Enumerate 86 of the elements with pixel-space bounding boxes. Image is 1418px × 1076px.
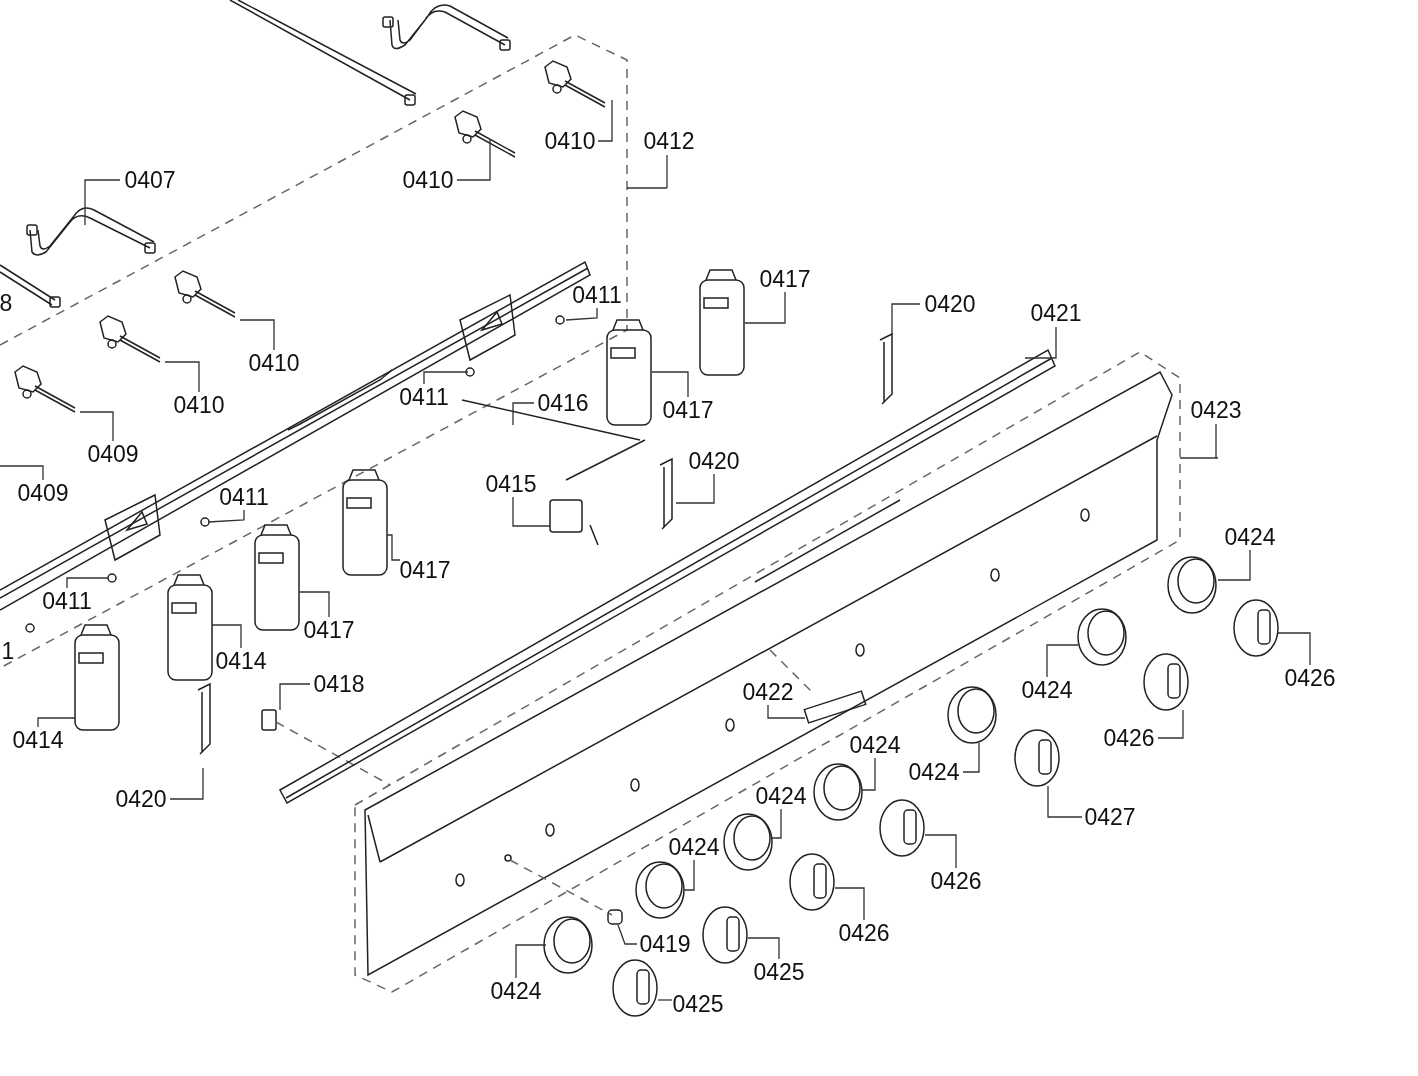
callout-number: 0424 bbox=[755, 783, 807, 809]
leader-line bbox=[1157, 709, 1184, 739]
leader-line bbox=[657, 999, 673, 1001]
callout-number: 0426 bbox=[1284, 665, 1336, 691]
callout-number: 1 bbox=[1, 638, 15, 664]
leader-line bbox=[683, 859, 695, 891]
leader-line bbox=[66, 577, 109, 589]
callout-number: 0414 bbox=[215, 648, 267, 674]
callout-number: 0410 bbox=[173, 392, 225, 418]
leader-line bbox=[211, 624, 242, 649]
callout-number: 0420 bbox=[688, 448, 740, 474]
leader-line bbox=[1217, 549, 1251, 581]
callout-number: 0412 bbox=[643, 128, 695, 154]
leader-line bbox=[597, 99, 613, 142]
callout-number: 0425 bbox=[672, 991, 724, 1017]
callout-number: 0426 bbox=[838, 920, 890, 946]
callout-number: 0424 bbox=[1021, 677, 1073, 703]
leader-line bbox=[1046, 644, 1079, 678]
leader-line bbox=[239, 319, 275, 351]
callout-number: 0410 bbox=[544, 128, 596, 154]
leader-line bbox=[1215, 423, 1217, 459]
leader-line bbox=[891, 303, 921, 336]
callout-number: 0415 bbox=[485, 471, 537, 497]
leader-line bbox=[744, 291, 786, 324]
leader-line bbox=[675, 473, 715, 504]
leader-line bbox=[565, 307, 598, 321]
callout-number: 0427 bbox=[1084, 804, 1136, 830]
callout-number: 8 bbox=[0, 290, 13, 316]
callout-number: 0417 bbox=[399, 557, 451, 583]
leader-line bbox=[651, 371, 689, 398]
callout-number: 0410 bbox=[402, 167, 454, 193]
callout-number: 0424 bbox=[849, 732, 901, 758]
leader-line bbox=[279, 683, 311, 711]
leader-line bbox=[164, 361, 200, 393]
callout-number: 0424 bbox=[1224, 524, 1276, 550]
leader-line bbox=[515, 944, 547, 979]
leader-line bbox=[386, 534, 401, 561]
callout-number: 0411 bbox=[399, 384, 449, 410]
callout-number: 0426 bbox=[930, 868, 982, 894]
leader-line bbox=[512, 496, 551, 527]
leader-line bbox=[767, 704, 806, 719]
leader-line bbox=[37, 717, 76, 728]
callout-number: 0417 bbox=[303, 617, 355, 643]
callout-number: 0423 bbox=[1190, 397, 1242, 423]
callout-number: 0411 bbox=[572, 282, 622, 308]
callout-number: 0417 bbox=[662, 397, 714, 423]
callout-number: 0422 bbox=[742, 679, 794, 705]
leader-line bbox=[1047, 785, 1083, 818]
callout-number: 0424 bbox=[490, 978, 542, 1004]
leader-line bbox=[298, 591, 330, 618]
callout-number: 0409 bbox=[17, 480, 69, 506]
callout-number: 0411 bbox=[42, 588, 92, 614]
callout-number: 0420 bbox=[115, 786, 167, 812]
callout-number: 0416 bbox=[537, 390, 589, 416]
leader-line bbox=[834, 887, 865, 921]
leader-line bbox=[747, 937, 780, 960]
leader-line bbox=[617, 924, 638, 945]
callout-number: 0420 bbox=[924, 291, 976, 317]
callout-number: 0409 bbox=[87, 441, 139, 467]
callout-number: 0421 bbox=[1030, 300, 1082, 326]
callout-number: 0418 bbox=[313, 671, 365, 697]
callout-number: 0414 bbox=[12, 727, 64, 753]
callout-number: 0417 bbox=[759, 266, 811, 292]
callout-number: 0425 bbox=[753, 959, 805, 985]
leader-line bbox=[1024, 326, 1057, 359]
leader-line bbox=[169, 767, 204, 800]
callout-number: 0424 bbox=[668, 834, 720, 860]
leader-line bbox=[207, 509, 245, 523]
callout-number: 0407 bbox=[124, 167, 176, 193]
leader-line bbox=[666, 154, 668, 189]
leader-line bbox=[456, 139, 491, 181]
leader-line bbox=[423, 371, 469, 385]
leader-line bbox=[924, 834, 957, 869]
callout-number: 0424 bbox=[908, 759, 960, 785]
leader-line bbox=[84, 179, 121, 226]
leader-line bbox=[962, 742, 980, 773]
callout-number: 0411 bbox=[219, 484, 269, 510]
callout-number: 0419 bbox=[639, 931, 691, 957]
leader-line bbox=[0, 465, 44, 481]
leader-line bbox=[771, 808, 782, 839]
leader-line bbox=[79, 411, 114, 442]
leader-line bbox=[861, 757, 876, 791]
leader-line bbox=[1277, 632, 1311, 666]
callout-number: 0426 bbox=[1103, 725, 1155, 751]
callout-number: 0410 bbox=[248, 350, 300, 376]
leader-line bbox=[512, 402, 535, 426]
